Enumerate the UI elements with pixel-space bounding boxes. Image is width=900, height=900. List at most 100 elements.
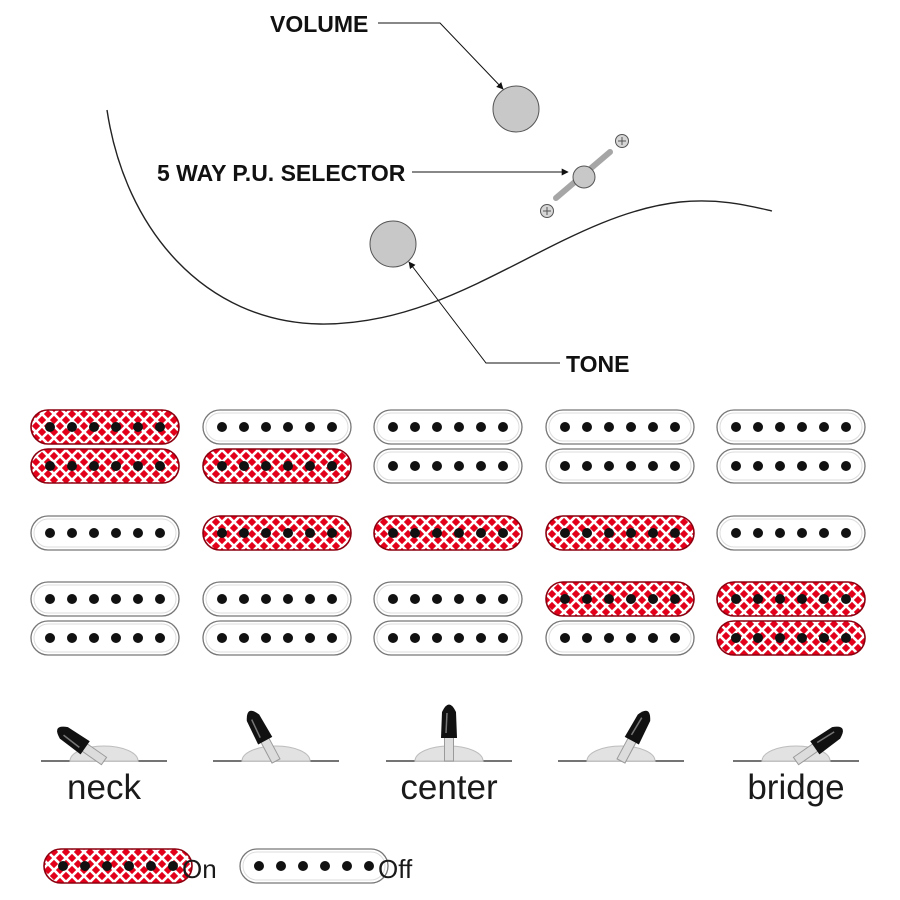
pickup-middle	[545, 515, 695, 551]
pole-piece	[89, 461, 99, 471]
pole-piece	[217, 528, 227, 538]
pole-piece	[283, 528, 293, 538]
pole-piece	[731, 422, 741, 432]
pole-piece	[670, 461, 680, 471]
pole-piece	[320, 861, 330, 871]
legend-pickup-on	[43, 848, 193, 884]
pole-piece	[364, 861, 374, 871]
pole-piece	[797, 461, 807, 471]
pole-piece	[498, 528, 508, 538]
pickup-middle	[716, 515, 866, 551]
volume-knob	[492, 85, 540, 133]
position-column	[545, 409, 695, 656]
pole-piece	[648, 528, 658, 538]
pole-piece	[731, 461, 741, 471]
tone-knob	[369, 220, 417, 268]
pole-piece	[626, 633, 636, 643]
tone-label: TONE	[566, 351, 629, 377]
pickup-grid	[30, 409, 866, 656]
pole-piece	[239, 422, 249, 432]
pole-piece	[45, 633, 55, 643]
pole-piece	[305, 528, 315, 538]
pole-piece	[670, 528, 680, 538]
pole-piece	[476, 461, 486, 471]
pole-piece	[410, 528, 420, 538]
pole-piece	[67, 594, 77, 604]
pole-piece	[582, 528, 592, 538]
legend-off-label: Off	[378, 854, 413, 884]
pole-piece	[124, 861, 134, 871]
pole-piece	[797, 422, 807, 432]
pole-piece	[155, 594, 165, 604]
pole-piece	[327, 633, 337, 643]
pole-piece	[327, 594, 337, 604]
pole-piece	[217, 461, 227, 471]
pole-piece	[797, 594, 807, 604]
pickup-bridge-bottom	[373, 620, 523, 656]
pole-piece	[89, 594, 99, 604]
pickup-bridge-top	[716, 581, 866, 617]
pole-piece	[582, 633, 592, 643]
pole-piece	[841, 528, 851, 538]
pole-piece	[111, 528, 121, 538]
pole-piece	[388, 633, 398, 643]
pole-piece	[261, 633, 271, 643]
pickup-neck-bottom	[30, 448, 180, 484]
pickup-bridge-bottom	[545, 620, 695, 656]
pole-piece	[841, 422, 851, 432]
switch-row	[41, 704, 859, 766]
pole-piece	[133, 422, 143, 432]
pole-piece	[753, 528, 763, 538]
pole-piece	[670, 594, 680, 604]
screw-icon	[615, 134, 629, 148]
pole-piece	[648, 461, 658, 471]
pickup-neck-bottom	[202, 448, 352, 484]
pole-piece	[819, 461, 829, 471]
pole-piece	[582, 422, 592, 432]
pole-piece	[454, 461, 464, 471]
pole-piece	[111, 461, 121, 471]
position-column	[373, 409, 523, 656]
switch-position-icon	[733, 726, 859, 766]
pole-piece	[80, 861, 90, 871]
pole-piece	[327, 422, 337, 432]
pole-piece	[45, 461, 55, 471]
pole-piece	[604, 633, 614, 643]
pole-piece	[432, 633, 442, 643]
pole-piece	[45, 594, 55, 604]
selector-switch	[540, 134, 629, 218]
pole-piece	[670, 633, 680, 643]
pole-piece	[217, 422, 227, 432]
pole-piece	[670, 422, 680, 432]
pole-piece	[432, 528, 442, 538]
pole-piece	[388, 422, 398, 432]
pole-piece	[111, 422, 121, 432]
pole-piece	[841, 594, 851, 604]
pole-piece	[305, 594, 315, 604]
pole-piece	[560, 633, 570, 643]
pole-piece	[155, 528, 165, 538]
position-label-bridge: bridge	[747, 768, 844, 807]
pole-piece	[239, 461, 249, 471]
pickup-bridge-top	[373, 581, 523, 617]
pickup-neck-top	[545, 409, 695, 445]
tone-leader-line	[408, 261, 560, 364]
pickup-middle	[202, 515, 352, 551]
pole-piece	[454, 528, 464, 538]
pole-piece	[648, 594, 658, 604]
pole-piece	[797, 633, 807, 643]
pole-piece	[454, 594, 464, 604]
pole-piece	[775, 528, 785, 538]
pole-piece	[283, 594, 293, 604]
legend-on-label: On	[182, 854, 217, 884]
pole-piece	[819, 422, 829, 432]
switch-position-icon	[41, 726, 167, 766]
pole-piece	[841, 633, 851, 643]
pole-piece	[67, 461, 77, 471]
pole-piece	[819, 528, 829, 538]
pole-piece	[626, 528, 636, 538]
switch-position-icon	[213, 710, 339, 764]
pole-piece	[753, 422, 763, 432]
position-label-center: center	[400, 768, 498, 807]
legend-off-swatch	[239, 848, 389, 884]
